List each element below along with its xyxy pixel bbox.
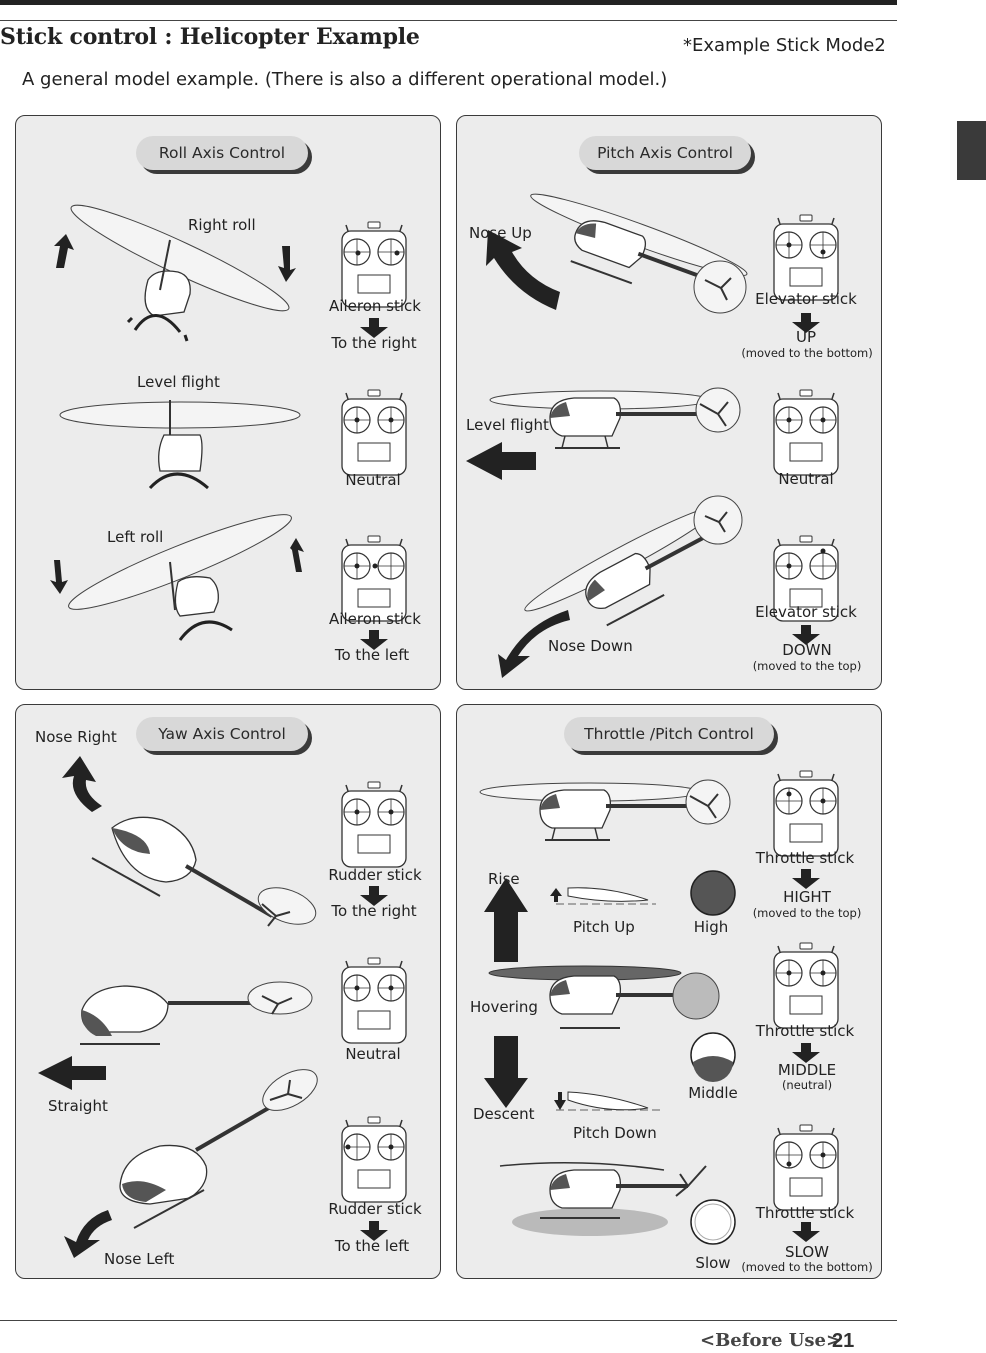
- level-flight-label: Level flight: [137, 373, 220, 391]
- header-rule: [0, 20, 897, 21]
- throttle-arrow-1: [792, 869, 820, 889]
- descent-label: Descent: [473, 1105, 535, 1123]
- yaw-neutral-label: Neutral: [345, 1045, 401, 1063]
- left-roll-label: Left roll: [107, 528, 164, 546]
- throttle-arrow-3: [792, 1222, 820, 1242]
- yaw-transmitter-left: [341, 1116, 407, 1203]
- aileron-stick-label-1: Aileron stick: [329, 297, 421, 315]
- yaw-noseleft-helicopter: [119, 1069, 318, 1229]
- footer-section: <Before Use>: [700, 1330, 842, 1351]
- pitch-neutral-label: Neutral: [778, 470, 834, 488]
- nose-right-label: Nose Right: [35, 728, 117, 746]
- elevator-down-note: (moved to the top): [752, 659, 862, 673]
- throttle-pitch-title: Throttle /Pitch Control: [564, 717, 774, 751]
- throttle-transmitter-slow: [773, 1124, 839, 1211]
- roll-axis-title: Roll Axis Control: [136, 136, 308, 170]
- pitch-up-label: Pitch Up: [573, 918, 635, 936]
- elevator-stick-label-2: Elevator stick: [755, 603, 857, 621]
- pitch-nosedown-helicopter: [524, 505, 721, 627]
- roll-down-arrow: [278, 246, 296, 282]
- roll-level-helicopter: [59, 400, 301, 490]
- pitch-transmitter-neutral: [773, 389, 839, 476]
- straight-arrow: [38, 1056, 106, 1090]
- elevator-stick-label-1: Elevator stick: [755, 290, 857, 308]
- elevator-down-label: DOWN: [782, 641, 832, 659]
- roll-transmitter-left: [341, 535, 407, 622]
- throttle-hover-helicopter: [488, 965, 720, 1029]
- middle-label: Middle: [688, 1084, 738, 1102]
- slow-label: Slow: [695, 1254, 731, 1272]
- pitch-axis-title: Pitch Axis Control: [579, 136, 751, 170]
- rise-arrow: [484, 878, 528, 962]
- throttle-middle-note: (neutral): [781, 1078, 833, 1092]
- hovering-label: Hovering: [470, 998, 538, 1016]
- throttle-middle-label: MIDDLE: [777, 1061, 837, 1079]
- page-number: 21: [832, 1330, 855, 1352]
- nose-right-arrow: [62, 756, 102, 812]
- roll-right-helicopter: [70, 204, 290, 342]
- aileron-stick-label-2: Aileron stick: [329, 610, 421, 628]
- roll-transmitter-neutral: [341, 389, 407, 476]
- to-the-left-label-2: To the left: [334, 1237, 410, 1255]
- roll-neutral-label: Neutral: [345, 471, 401, 489]
- roll-up-arrow: [54, 234, 74, 268]
- throttle-arrow-2: [792, 1043, 820, 1063]
- nose-left-label: Nose Left: [104, 1250, 175, 1268]
- stick-mode-note: *Example Stick Mode2: [683, 35, 886, 56]
- footer-rule: [0, 1320, 897, 1321]
- nose-left-arrow: [64, 1210, 112, 1258]
- top-rule: [0, 0, 897, 5]
- throttle-slow-helicopter: [499, 1162, 707, 1236]
- rudder-stick-label-1: Rudder stick: [328, 866, 422, 884]
- throttle-transmitter-middle: [773, 942, 839, 1029]
- yaw-straight-helicopter: [80, 981, 313, 1045]
- straight-label: Straight: [48, 1097, 108, 1115]
- rise-label: Rise: [488, 870, 520, 888]
- rudder-stick-label-2: Rudder stick: [328, 1200, 422, 1218]
- throttle-stick-label-1: Throttle stick: [755, 849, 855, 867]
- page-title: Stick control : Helicopter Example: [0, 24, 420, 50]
- yaw-axis-title: Yaw Axis Control: [136, 717, 308, 751]
- right-roll-label: Right roll: [188, 216, 256, 234]
- throttle-stick-label-3: Throttle stick: [755, 1204, 855, 1222]
- nose-down-arrow: [498, 610, 570, 678]
- high-gauge: [690, 870, 736, 916]
- pitch-down-blade: [554, 1091, 660, 1111]
- roll-up-arrow-right: [290, 538, 304, 572]
- yaw-noseright-helicopter: [91, 816, 317, 927]
- slow-gauge: [690, 1199, 736, 1245]
- pitch-level-flight-label: Level flight: [466, 416, 549, 434]
- to-the-right-label-1: To the right: [331, 334, 417, 352]
- nose-down-label: Nose Down: [548, 637, 633, 655]
- nose-up-arrow: [486, 230, 560, 310]
- throttle-high-label: HIGHT: [783, 888, 831, 906]
- throttle-slow-label: SLOW: [785, 1243, 829, 1261]
- nose-up-label: Nose Up: [469, 224, 532, 242]
- throttle-stick-label-2: Throttle stick: [755, 1022, 855, 1040]
- roll-transmitter-right: [341, 221, 407, 308]
- throttle-slow-note: (moved to the bottom): [741, 1260, 873, 1274]
- to-the-right-label-2: To the right: [331, 902, 417, 920]
- pitch-noseup-helicopter: [530, 193, 748, 285]
- descent-arrow: [484, 1036, 528, 1108]
- high-label: High: [693, 918, 729, 936]
- elevator-up-label: UP: [795, 328, 817, 346]
- throttle-high-note: (moved to the top): [752, 906, 862, 920]
- roll-left-helicopter: [68, 514, 292, 641]
- throttle-transmitter-high: [773, 770, 839, 857]
- pitch-down-label: Pitch Down: [573, 1124, 657, 1142]
- yaw-transmitter-right: [341, 781, 407, 868]
- elevator-up-note: (moved to the bottom): [741, 346, 873, 360]
- level-flight-arrow: [466, 442, 536, 480]
- roll-down-arrow-left: [50, 560, 68, 594]
- page-description: A general model example. (There is also …: [22, 69, 668, 90]
- throttle-rise-helicopter: [478, 778, 732, 842]
- section-tab: [957, 121, 986, 180]
- pitch-transmitter-up: [773, 214, 839, 301]
- to-the-left-label-1: To the left: [334, 646, 410, 664]
- yaw-transmitter-neutral: [341, 957, 407, 1044]
- pitch-up-blade: [550, 887, 656, 905]
